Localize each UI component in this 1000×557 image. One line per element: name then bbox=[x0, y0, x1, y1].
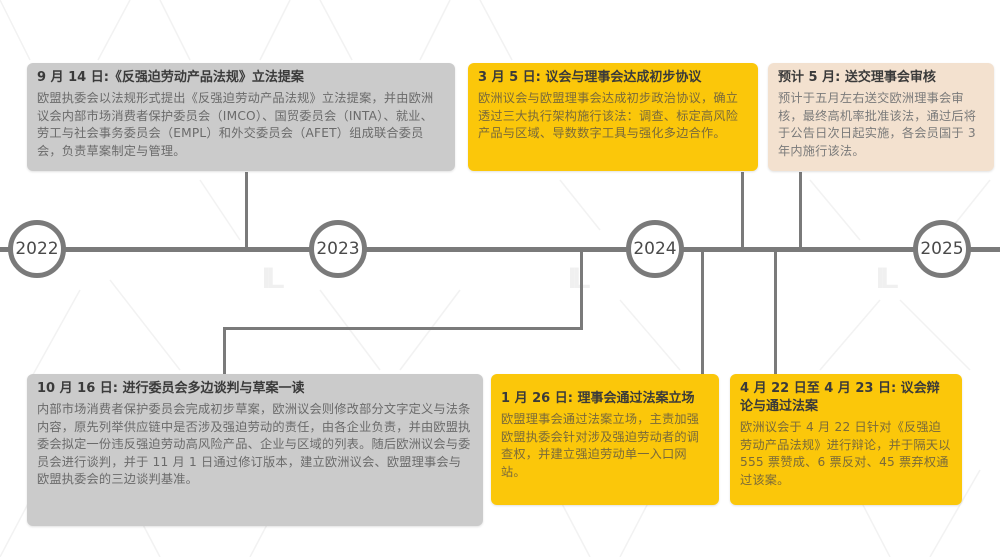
connector-e4 bbox=[741, 172, 744, 249]
event-description: 内部市场消费者保护委员会完成初步草案，欧洲议会则修改部分文字定义与法条内容，原先… bbox=[37, 402, 471, 486]
event-title: 预计 5 月: 送交理事会审核 bbox=[778, 70, 936, 85]
event-card-2022-10-16: 10 月 16 日: 进行委员会多边谈判与草案一读 内部市场消费者保护委员会完成… bbox=[27, 374, 483, 526]
event-title: 4 月 22 日至 4 月 23 日: 议会辩论与通过法案 bbox=[740, 381, 940, 414]
connector-e2-vertical-lower bbox=[223, 327, 226, 374]
year-marker-2025: 2025 bbox=[913, 220, 971, 278]
event-card-2024-05: 预计 5 月: 送交理事会审核 预计于五月左右送交欧洲理事会审核，最终高机率批准… bbox=[768, 63, 994, 171]
event-title: 1 月 26 日: 理事会通过法案立场 bbox=[501, 391, 695, 406]
event-title: 10 月 16 日: 进行委员会多边谈判与草案一读 bbox=[37, 381, 305, 396]
event-card-2024-04-22: 4 月 22 日至 4 月 23 日: 议会辩论与通过法案 欧洲议会于 4 月 … bbox=[730, 374, 962, 505]
connector-e2-vertical-upper bbox=[580, 250, 583, 328]
event-title: 3 月 5 日: 议会与理事会达成初步协议 bbox=[478, 70, 702, 85]
event-description: 欧洲议会与欧盟理事会达成初步政治协议，确立透过三大执行架构施行该法：调查、标定高… bbox=[478, 91, 739, 140]
event-card-2024-01-26: 1 月 26 日: 理事会通过法案立场 欧盟理事会通过法案立场，主责加强欧盟执委… bbox=[491, 374, 719, 505]
connector-e1 bbox=[245, 172, 248, 249]
connector-e3 bbox=[701, 250, 704, 374]
event-description: 预计于五月左右送交欧洲理事会审核，最终高机率批准该法，通过后将于公告日次日起实施… bbox=[778, 91, 977, 158]
year-marker-2023: 2023 bbox=[309, 220, 367, 278]
watermark-logo: IL bbox=[568, 262, 591, 295]
connector-e6 bbox=[799, 172, 802, 249]
connector-e2-horizontal bbox=[223, 327, 583, 330]
connector-e5 bbox=[774, 250, 777, 374]
event-description: 欧盟执委会以法规形式提出《反强迫劳动产品法规》立法提案，并由欧洲议会内部市场消费… bbox=[37, 91, 434, 158]
watermark-logo: IL bbox=[262, 262, 285, 295]
event-card-2022-09-14: 9 月 14 日:《反强迫劳动产品法规》立法提案 欧盟执委会以法规形式提出《反强… bbox=[27, 63, 455, 171]
year-marker-2022: 2022 bbox=[8, 220, 66, 278]
event-description: 欧洲议会于 4 月 22 日针对《反强迫劳动产品法规》进行辩论，并于隔天以 55… bbox=[740, 420, 951, 487]
event-card-2024-03-05: 3 月 5 日: 议会与理事会达成初步协议 欧洲议会与欧盟理事会达成初步政治协议… bbox=[468, 63, 758, 171]
event-title: 9 月 14 日:《反强迫劳动产品法规》立法提案 bbox=[37, 70, 304, 85]
year-marker-2024: 2024 bbox=[626, 220, 684, 278]
timeline-axis bbox=[0, 247, 1000, 252]
watermark-logo: IL bbox=[876, 262, 899, 295]
event-description: 欧盟理事会通过法案立场，主责加强欧盟执委会针对涉及强迫劳动者的调查权，并建立强迫… bbox=[501, 412, 700, 479]
